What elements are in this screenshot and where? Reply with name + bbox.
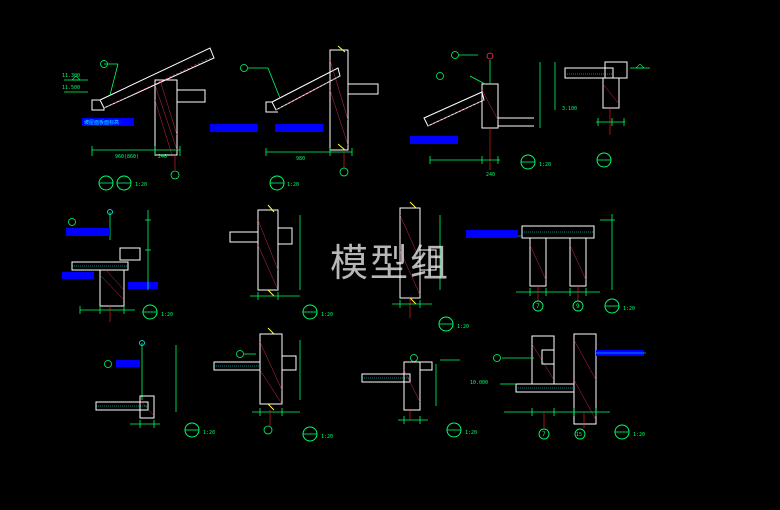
detail-5-canopy: 1:20 xyxy=(62,209,173,322)
detail-1-scale: 1:20 xyxy=(135,182,147,188)
detail-3-parapet: 240 1:20 xyxy=(410,51,551,178)
detail-11-scale: 1:20 xyxy=(465,430,477,436)
detail-10-scale: 1:20 xyxy=(321,434,333,440)
detail-9-scale: 1:20 xyxy=(203,430,215,436)
detail-1-note: 坡屋面板面标高 xyxy=(84,119,119,126)
detail-4-elevation: 3.100 xyxy=(562,106,577,112)
detail-6-scale: 1:20 xyxy=(321,312,333,318)
detail-2-roof-eave: 980 1:20 xyxy=(240,45,379,191)
detail-8-axis-9: 9 xyxy=(576,303,580,310)
detail-8-axis-7: 7 xyxy=(536,303,540,310)
detail-1-dimension: 960(860) xyxy=(115,154,139,160)
detail-4-slab-edge: 3.100 xyxy=(554,61,650,168)
detail-1-elevation-a: 11.300 xyxy=(62,73,80,79)
detail-3-scale: 1:20 xyxy=(539,162,551,168)
detail-1-roof-eave: 11.300 11.500 坡屋面板面标高 960(860) 240 1:20 xyxy=(62,47,258,191)
detail-8-canopy-columns: 7 9 1:20 xyxy=(466,214,635,314)
detail-11-step: 1:20 xyxy=(361,354,477,438)
detail-12-elevation: 10.000 xyxy=(470,380,488,386)
detail-8-scale: 1:20 xyxy=(623,306,635,312)
detail-9-threshold: 1:20 xyxy=(95,340,215,438)
detail-12-axis-15: 15 xyxy=(576,432,582,438)
detail-3-dim: 240 xyxy=(486,172,495,178)
detail-7-wall-section: 1:20 xyxy=(392,201,469,332)
detail-1-elevation-b: 11.500 xyxy=(62,85,80,91)
detail-6-wall-section: 1:20 xyxy=(229,204,333,320)
detail-12-entrance: 10.000 7 15 1:20 xyxy=(470,333,646,440)
detail-1-dim-240: 240 xyxy=(158,154,167,160)
detail-2-dimension: 980 xyxy=(296,156,305,162)
detail-5-scale: 1:20 xyxy=(161,312,173,318)
detail-12-scale: 1:20 xyxy=(633,432,645,438)
detail-7-scale: 1:20 xyxy=(457,324,469,330)
detail-10-floor-edge: 1:20 xyxy=(213,327,333,442)
detail-12-axis-7: 7 xyxy=(542,431,546,438)
detail-2-scale: 1:20 xyxy=(287,182,299,188)
